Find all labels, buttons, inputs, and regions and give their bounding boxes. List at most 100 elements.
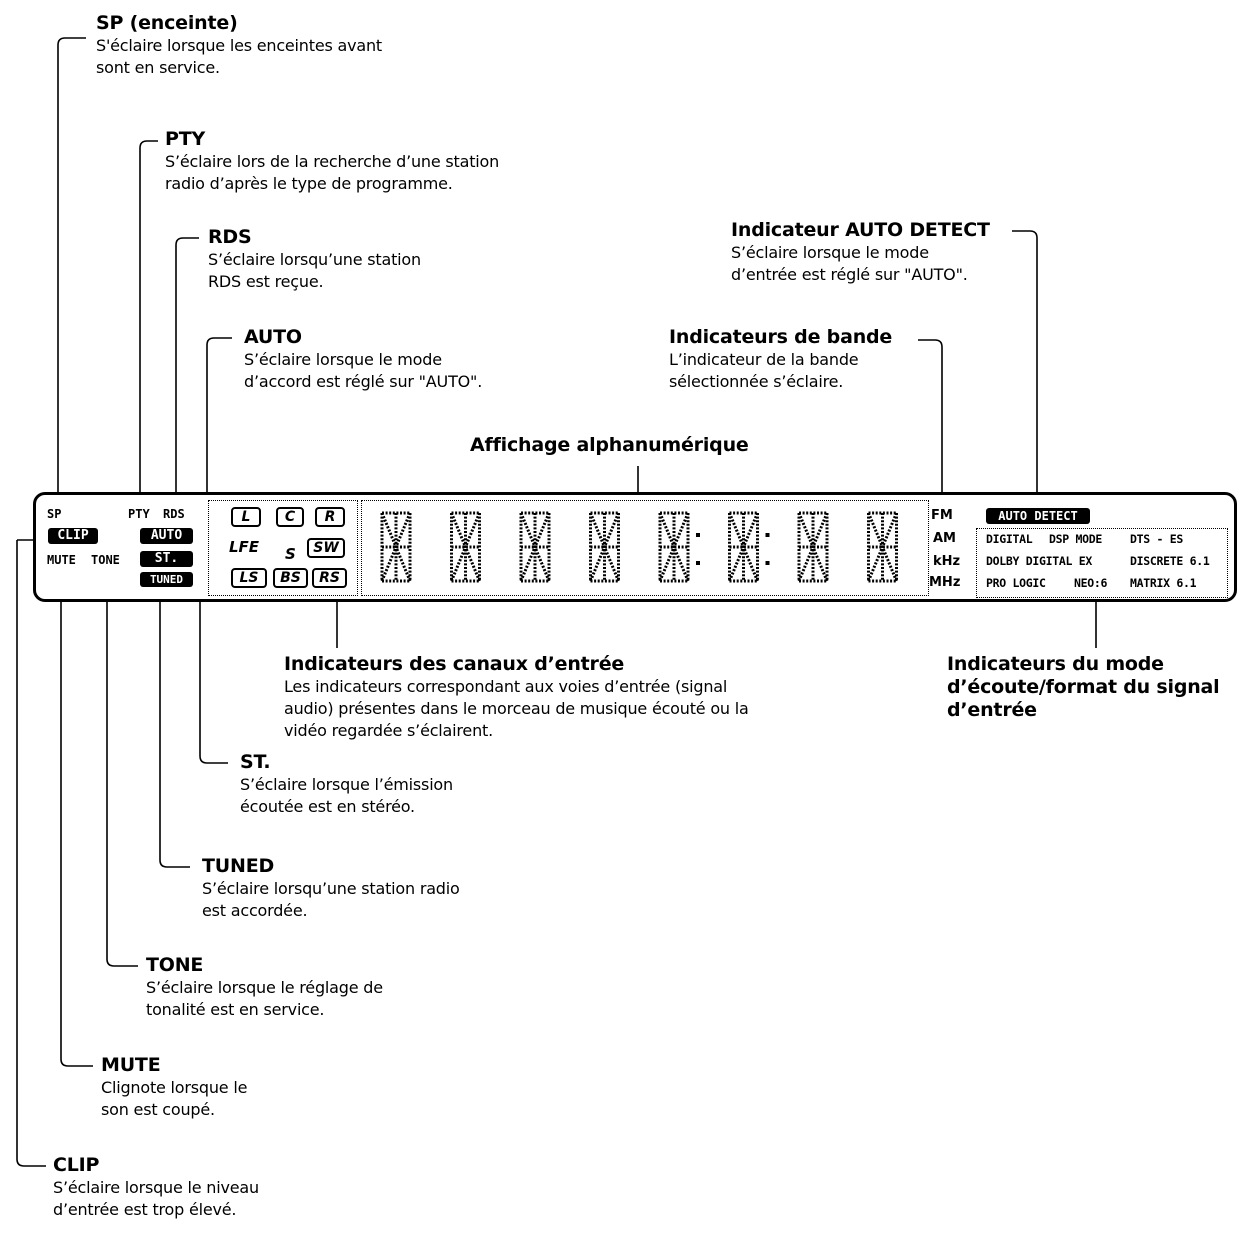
callout-mute: MUTE Clignote lorsque le son est coupé. xyxy=(101,1054,247,1121)
auto-indicator: AUTO xyxy=(140,528,193,544)
callout-tuned-desc-1: S’éclaire lorsqu’une station radio xyxy=(202,879,460,898)
alphanumeric-display xyxy=(380,511,898,583)
callout-rds-desc-2: RDS est reçue. xyxy=(208,272,324,291)
callout-tone: TONE S’éclaire lorsque le réglage de ton… xyxy=(146,954,383,1021)
channel-l: L xyxy=(231,507,261,527)
callout-band-desc-2: sélectionnée s’éclaire. xyxy=(669,372,844,391)
alphanumeric-digit xyxy=(450,511,481,583)
callout-alpha: Affichage alphanumérique xyxy=(470,434,749,457)
callout-pty-title: PTY xyxy=(165,128,206,150)
callout-sp-desc-2: sont en service. xyxy=(96,58,220,77)
callout-mute-desc-1: Clignote lorsque le xyxy=(101,1078,248,1097)
format-dolby-digital-ex: DOLBY DIGITAL EX xyxy=(986,554,1092,568)
format-neo6: NEO:6 xyxy=(1074,576,1108,590)
leader-clip xyxy=(16,539,46,1167)
callout-listening-title-2: d’écoute/format du signal xyxy=(947,676,1220,698)
colon-dot xyxy=(765,561,770,565)
callout-listening: Indicateurs du mode d’écoute/format du s… xyxy=(947,653,1220,722)
callout-auto: AUTO S’éclaire lorsque le mode d’accord … xyxy=(244,326,482,393)
callout-rds: RDS S’éclaire lorsqu’une station RDS est… xyxy=(208,226,421,293)
callout-tuned: TUNED S’éclaire lorsqu’une station radio… xyxy=(202,855,460,922)
callout-sp: SP (enceinte) S'éclaire lorsque les ence… xyxy=(96,12,382,79)
callout-sp-title: SP (enceinte) xyxy=(96,12,238,34)
colon-dot xyxy=(765,533,770,537)
format-matrix: MATRIX 6.1 xyxy=(1130,576,1197,590)
callout-auto-detect-desc-2: d’entrée est réglé sur "AUTO". xyxy=(731,265,968,284)
channel-indicator-area xyxy=(208,500,358,596)
callout-alpha-title: Affichage alphanumérique xyxy=(470,434,749,456)
clip-indicator: CLIP xyxy=(48,528,98,544)
alphanumeric-digit xyxy=(797,511,829,583)
leader-rds xyxy=(175,237,199,505)
callout-channels-desc-1: Les indicateurs correspondant aux voies … xyxy=(284,677,728,696)
colon-dot xyxy=(696,533,700,537)
callout-clip-title: CLIP xyxy=(53,1154,100,1176)
callout-auto-detect-title: Indicateur AUTO DETECT xyxy=(731,219,990,241)
format-indicator-area xyxy=(976,528,1228,598)
callout-auto-desc-1: S’éclaire lorsque le mode xyxy=(244,350,442,369)
callout-auto-detect: Indicateur AUTO DETECT S’éclaire lorsque… xyxy=(731,219,990,286)
alphanumeric-display-area xyxy=(361,500,929,596)
callout-rds-desc-1: S’éclaire lorsqu’une station xyxy=(208,250,421,269)
alphanumeric-digit xyxy=(380,511,412,583)
channel-c: C xyxy=(276,507,304,527)
callout-pty-desc-2: radio d’après le type de programme. xyxy=(165,174,453,193)
callout-clip-desc-1: S’éclaire lorsque le niveau xyxy=(53,1178,259,1197)
leader-mute xyxy=(60,556,93,1067)
callout-listening-title-3: d’entrée xyxy=(947,699,1037,721)
channel-ls: LS xyxy=(231,568,267,588)
alphanumeric-digit xyxy=(728,511,759,583)
st-indicator: ST. xyxy=(140,551,193,567)
tuned-indicator: TUNED xyxy=(140,572,193,587)
callout-st: ST. S’éclaire lorsque l’émission écoutée… xyxy=(240,751,453,818)
callout-channels-title: Indicateurs des canaux d’entrée xyxy=(284,653,625,675)
band-am: AM xyxy=(933,531,956,546)
format-dts-es: DTS - ES xyxy=(1130,532,1183,546)
format-pro-logic: PRO LOGIC xyxy=(986,576,1046,590)
alphanumeric-digit xyxy=(589,511,620,583)
alphanumeric-digit xyxy=(867,511,898,583)
callout-auto-desc-2: d’accord est réglé sur "AUTO". xyxy=(244,372,483,391)
leader-pty xyxy=(139,140,158,505)
callout-tuned-desc-2: est accordée. xyxy=(202,901,308,920)
tone-indicator: TONE xyxy=(91,553,120,567)
sp-indicator: SP xyxy=(47,507,62,521)
callout-channels-desc-2: audio) présentes dans le morceau de musi… xyxy=(284,699,749,718)
callout-channels: Indicateurs des canaux d’entrée Les indi… xyxy=(284,653,749,742)
leader-auto-detect xyxy=(1012,230,1038,513)
channel-rs: RS xyxy=(312,568,347,588)
callout-rds-title: RDS xyxy=(208,226,252,248)
callout-clip-desc-2: d’entrée est trop élevé. xyxy=(53,1200,237,1219)
mute-indicator: MUTE xyxy=(47,553,76,567)
callout-pty: PTY S’éclaire lors de la recherche d’une… xyxy=(165,128,499,195)
callout-listening-title-1: Indicateurs du mode xyxy=(947,653,1164,675)
callout-mute-title: MUTE xyxy=(101,1054,161,1076)
auto-detect-indicator: AUTO DETECT xyxy=(986,508,1090,524)
channel-sw: SW xyxy=(307,538,345,558)
callout-band: Indicateurs de bande L’indicateur de la … xyxy=(669,326,892,393)
callout-tone-desc-2: tonalité est en service. xyxy=(146,1000,325,1019)
callout-band-desc-1: L’indicateur de la bande xyxy=(669,350,859,369)
alphanumeric-digit xyxy=(658,511,690,583)
callout-band-title: Indicateurs de bande xyxy=(669,326,893,348)
alphanumeric-digit xyxy=(519,511,551,583)
leader-tuned xyxy=(159,585,190,868)
callout-tone-desc-1: S’éclaire lorsque le réglage de xyxy=(146,978,383,997)
format-discrete: DISCRETE 6.1 xyxy=(1130,554,1210,568)
callout-pty-desc-1: S’éclaire lors de la recherche d’une sta… xyxy=(165,152,500,171)
leader-st xyxy=(199,562,228,764)
callout-channels-desc-3: vidéo regardée s’éclairent. xyxy=(284,721,493,740)
callout-mute-desc-2: son est coupé. xyxy=(101,1100,215,1119)
callout-tuned-title: TUNED xyxy=(202,855,275,877)
callout-st-desc-1: S’éclaire lorsque l’émission xyxy=(240,775,453,794)
channel-bs: BS xyxy=(273,568,308,588)
pty-indicator: PTY xyxy=(128,507,150,521)
band-fm: FM xyxy=(931,508,953,523)
channel-lfe: LFE xyxy=(229,538,260,556)
callout-st-desc-2: écoutée est en stéréo. xyxy=(240,797,415,816)
leader-sp xyxy=(57,37,86,505)
unit-mhz: MHz xyxy=(929,575,961,590)
callout-clip: CLIP S’éclaire lorsque le niveau d’entré… xyxy=(53,1154,259,1221)
format-digital: DIGITAL xyxy=(986,532,1033,546)
